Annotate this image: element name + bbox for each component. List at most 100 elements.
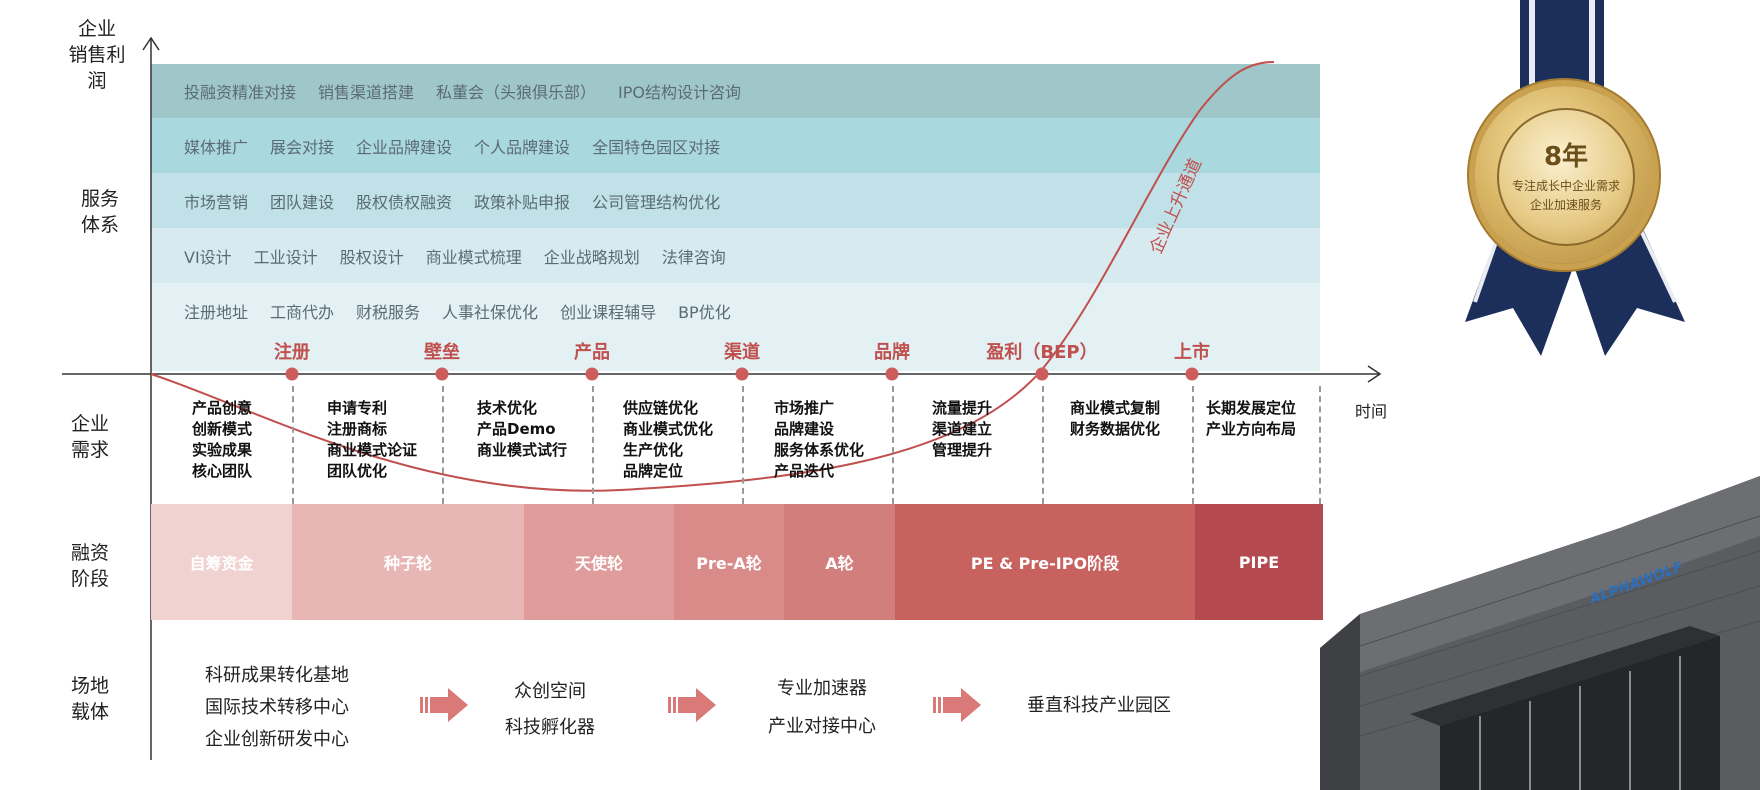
section-label-needs: 企业 需求	[60, 411, 120, 463]
carrier-item: 科研成果转化基地	[205, 665, 349, 686]
stage-label-brand: 品牌	[874, 342, 910, 363]
needs-group-5: 市场推广 品牌建设 服务体系优化 产品迭代	[774, 398, 864, 482]
service-item: 工业设计	[253, 247, 318, 267]
need-item: 核心团队	[192, 462, 253, 480]
financing-label: 种子轮	[383, 554, 432, 573]
right-arrow-icon	[668, 688, 716, 722]
service-item: 媒体推广	[184, 137, 249, 157]
stage-divider	[1319, 386, 1321, 504]
curve-label: 企业上升通道	[1146, 156, 1206, 257]
needs-group-8: 长期发展定位 产业方向布局	[1206, 398, 1296, 440]
stage-divider	[742, 386, 744, 504]
stage-divider	[1042, 386, 1044, 504]
need-item: 产业方向布局	[1206, 420, 1297, 438]
section-label-needs-line1: 企业	[70, 413, 109, 435]
service-item: 个人品牌建设	[474, 137, 571, 157]
stage-label-product: 产品	[574, 342, 610, 363]
service-item: 全国特色园区对接	[592, 137, 721, 157]
need-item: 品牌建设	[774, 420, 835, 438]
financing-label: PE & Pre-IPO阶段	[970, 554, 1120, 573]
needs-group-3: 技术优化 产品Demo 商业模式试行	[477, 398, 567, 461]
carrier-item: 众创空间	[514, 681, 586, 702]
section-label-financing: 融资 阶段	[60, 540, 120, 592]
y-axis-title-line2: 销售利润	[68, 44, 126, 92]
financing-stage-seed: 种子轮	[292, 504, 524, 620]
service-row-5: 注册地址 工商代办 财税服务 人事社保优化 创业课程辅导 BP优化	[151, 283, 1320, 371]
stage-dot	[585, 367, 599, 381]
carrier-group-2: 众创空间 科技孵化器	[505, 674, 595, 746]
financing-stage-angel: 天使轮	[524, 504, 674, 620]
stage-divider	[892, 386, 894, 504]
need-item: 产品创意	[192, 399, 253, 417]
stage-dot	[285, 367, 299, 381]
section-label-service: 服务 体系	[70, 186, 130, 238]
needs-group-1: 产品创意 创新模式 实验成果 核心团队	[192, 398, 252, 482]
stage-divider	[292, 386, 294, 504]
service-item: 公司管理结构优化	[592, 192, 721, 212]
service-item: 商业模式梳理	[425, 247, 522, 267]
service-row-1: 投融资精准对接 销售渠道搭建 私董会（头狼俱乐部） IPO结构设计咨询	[151, 64, 1320, 118]
badge-line1: 专注成长中企业需求	[1511, 179, 1620, 193]
need-item: 供应链优化	[623, 399, 699, 417]
stage-label-ipo: 上市	[1174, 342, 1210, 363]
service-item: 企业战略规划	[543, 247, 640, 267]
need-item: 商业模式优化	[623, 420, 714, 438]
service-row-2: 媒体推广 展会对接 企业品牌建设 个人品牌建设 全国特色园区对接	[151, 118, 1320, 173]
carrier-item: 国际技术转移中心	[205, 697, 349, 718]
x-axis-title: 时间	[1355, 402, 1388, 421]
need-item: 团队优化	[327, 462, 388, 480]
stage-dot	[885, 367, 899, 381]
right-arrow-icon	[933, 688, 981, 722]
need-item: 商业模式试行	[477, 441, 568, 459]
need-item: 渠道建立	[932, 420, 993, 438]
need-item: 服务体系优化	[774, 441, 865, 459]
service-item: 注册地址	[184, 303, 249, 322]
need-item: 商业模式复制	[1070, 399, 1161, 417]
stage-label-barrier: 壁垒	[424, 342, 460, 363]
financing-label: 自筹资金	[189, 554, 254, 573]
service-item: BP优化	[678, 303, 731, 322]
carrier-group-4: 垂直科技产业园区	[1027, 690, 1171, 722]
need-item: 长期发展定位	[1206, 399, 1297, 417]
section-label-financing-line2: 阶段	[70, 568, 109, 590]
needs-group-4: 供应链优化 商业模式优化 生产优化 品牌定位	[623, 398, 713, 482]
stage-dot	[435, 367, 449, 381]
carrier-item: 专业加速器	[777, 678, 867, 699]
service-item: 创业课程辅导	[560, 303, 657, 322]
carrier-item: 产业对接中心	[768, 716, 876, 737]
needs-group-7: 商业模式复制 财务数据优化	[1070, 398, 1160, 440]
stage-label-profit: 盈利（BEP）	[986, 342, 1098, 363]
service-item: 法律咨询	[661, 247, 726, 267]
carrier-item: 垂直科技产业园区	[1027, 695, 1171, 716]
carrier-item: 企业创新研发中心	[205, 729, 349, 750]
right-arrow-icon	[420, 688, 468, 722]
need-item: 注册商标	[327, 420, 388, 438]
service-item: 销售渠道搭建	[318, 83, 415, 102]
stage-dot	[1185, 367, 1199, 381]
growth-curve	[150, 61, 1275, 492]
building-image: ALPHAWOLF	[1320, 476, 1760, 790]
service-item: 市场营销	[184, 192, 249, 212]
need-item: 生产优化	[623, 441, 684, 459]
need-item: 商业模式论证	[327, 441, 418, 459]
service-item: 人事社保优化	[442, 303, 539, 322]
service-item: 股权设计	[339, 247, 404, 267]
need-item: 产品Demo	[477, 420, 556, 438]
need-item: 产品迭代	[774, 462, 835, 480]
service-item: 股权债权融资	[356, 192, 453, 212]
carrier-group-3: 专业加速器 产业对接中心	[768, 670, 876, 746]
stage-divider	[592, 386, 594, 504]
financing-stage-a: A轮	[784, 504, 895, 620]
service-item: 财税服务	[356, 303, 421, 322]
financing-label: A轮	[825, 554, 854, 573]
carrier-item: 科技孵化器	[505, 717, 595, 738]
need-item: 技术优化	[477, 399, 538, 417]
financing-label: 天使轮	[574, 554, 623, 573]
y-axis-title-line1: 企业	[77, 18, 116, 40]
service-item: 企业品牌建设	[356, 137, 453, 157]
financing-label: PIPE	[1238, 552, 1280, 572]
stage-label-register: 注册	[274, 342, 310, 363]
service-item: 展会对接	[270, 137, 335, 157]
financing-stage-pe: PE & Pre-IPO阶段	[895, 504, 1195, 620]
